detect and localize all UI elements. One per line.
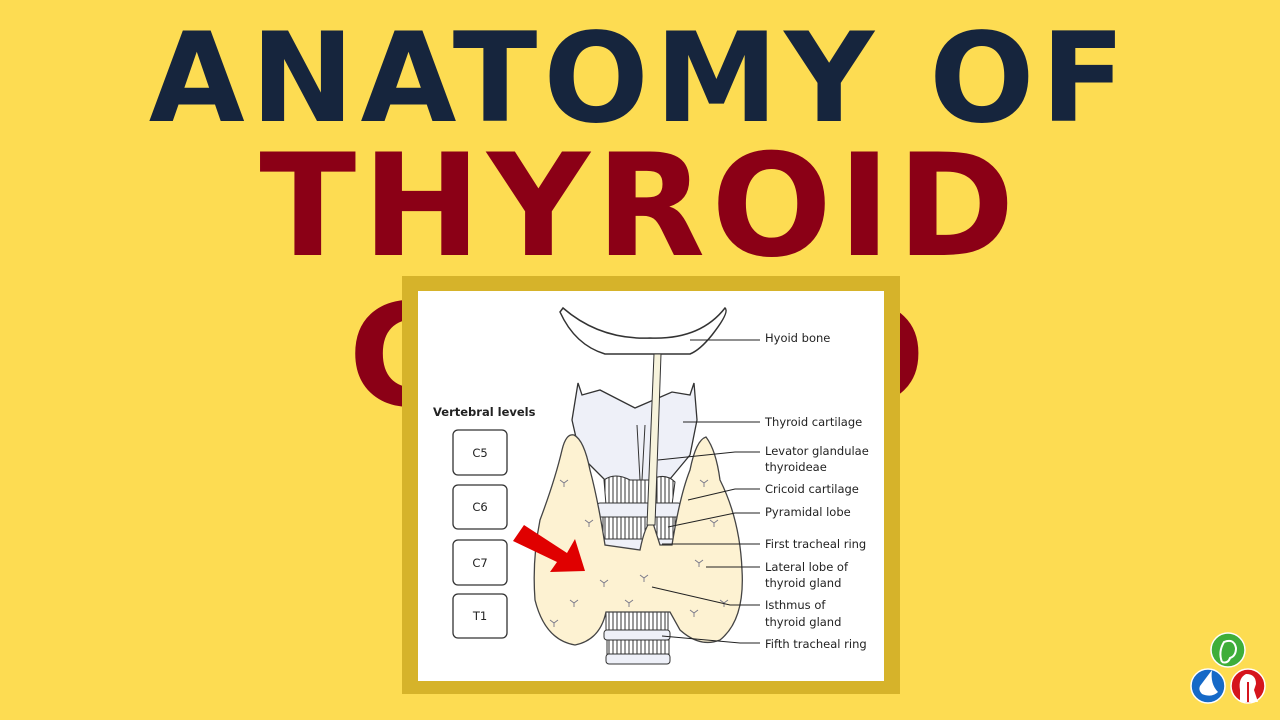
label-cricoid: Cricoid cartilage — [765, 482, 859, 496]
title-line-1: ANATOMY OF — [148, 7, 1132, 151]
label-fifth-ring: Fifth tracheal ring — [765, 637, 867, 651]
label-isthmus-1: Isthmus of — [765, 598, 826, 612]
vertebra-c7: C7 — [472, 556, 487, 570]
label-levator-2: thyroideae — [765, 460, 827, 474]
label-lateral-2: thyroid gland — [765, 576, 841, 590]
vertebral-heading: Vertebral levels — [433, 405, 536, 419]
vertebra-c6: C6 — [472, 500, 487, 514]
label-levator-1: Levator glandulae — [765, 444, 869, 458]
ent-logo — [1190, 632, 1266, 704]
thyroid-diagram: Hyoid bone Thyroid cartilage Levator gla… — [433, 306, 869, 665]
label-first-ring: First tracheal ring — [765, 537, 866, 551]
vertebra-c5: C5 — [472, 446, 487, 460]
cricoid-cartilage — [603, 475, 676, 506]
hyoid-bone — [559, 306, 727, 355]
label-lateral-1: Lateral lobe of — [765, 560, 849, 574]
red-arrow-icon — [513, 525, 585, 572]
vertebra-t1: T1 — [472, 609, 487, 623]
nose-icon — [1190, 668, 1226, 704]
thyroid-cartilage — [571, 382, 698, 486]
throat-icon — [1230, 668, 1266, 704]
label-hyoid-bone: Hyoid bone — [765, 331, 830, 345]
label-isthmus-2: thyroid gland — [765, 615, 841, 629]
label-pyramidal: Pyramidal lobe — [765, 505, 851, 519]
label-thyroid-cartilage: Thyroid cartilage — [764, 415, 862, 429]
ear-icon — [1210, 632, 1246, 668]
